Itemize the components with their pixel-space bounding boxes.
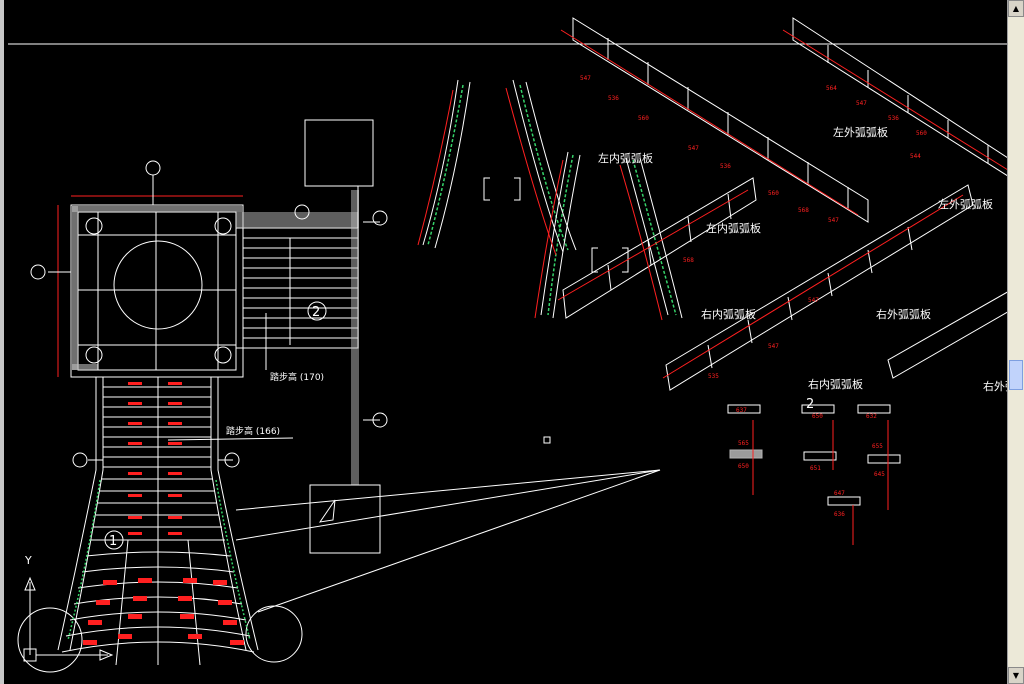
dim-text: 632 — [866, 413, 877, 420]
dim-text: 544 — [910, 153, 921, 160]
label-left-outer-arc: 左外弧弧板 — [833, 125, 888, 139]
scroll-down-icon[interactable]: ▼ — [1008, 667, 1024, 684]
dim-text: 536 — [608, 95, 619, 102]
dim-text: 565 — [738, 440, 749, 447]
dim-text: 560 — [638, 115, 649, 122]
dim-text: 645 — [874, 471, 885, 478]
scroll-up-icon[interactable]: ▲ — [1008, 0, 1024, 17]
drawing-canvas[interactable]: 左内弧弧板 左外弧弧板 左外弧弧板 左内弧弧板 右内弧弧板 右外弧弧板 右内弧弧… — [8, 0, 1011, 684]
dim-text: 547 — [828, 217, 839, 224]
dimension-strokes — [417, 29, 1009, 379]
dim-text: 568 — [683, 257, 694, 264]
dim-text: 637 — [736, 407, 747, 414]
dim-text: 651 — [810, 465, 821, 472]
dim-text: 655 — [872, 443, 883, 450]
dim-text: 560 — [768, 190, 779, 197]
label-step-height-lower: 踏步高 (166) — [226, 425, 280, 437]
stair-marker-2: 2 — [312, 305, 320, 320]
label-right-inner-arc: 右内弧弧板 — [701, 307, 756, 321]
ribbon-panels — [562, 17, 1011, 391]
label-right-outer-arc-2: 右外弧 — [983, 379, 1011, 393]
label-right-outer-arc: 右外弧弧板 — [876, 307, 931, 321]
dim-text: 650 — [738, 463, 749, 470]
label-left-inner-arc-2: 左内弧弧板 — [706, 221, 761, 235]
arc-panels — [422, 79, 683, 319]
dim-text: 547 — [580, 75, 591, 82]
dim-text: 547 — [768, 343, 779, 350]
dim-text: 636 — [834, 511, 845, 518]
scrollbar-thumb[interactable] — [1009, 360, 1023, 390]
label-left-inner-arc: 左内弧弧板 — [598, 151, 653, 165]
dim-text: 564 — [826, 85, 837, 92]
ucs-icon — [23, 576, 114, 662]
dim-text: 536 — [720, 163, 731, 170]
dim-text: 560 — [916, 130, 927, 137]
hatch-edge — [67, 84, 677, 641]
dim-text: 650 — [812, 413, 823, 420]
label-right-inner-arc-2: 右内弧弧板 — [808, 377, 863, 391]
label-left-outer-arc-2: 左外弧弧板 — [938, 197, 993, 211]
label-step-height-upper: 踏步高 (170) — [270, 371, 324, 383]
dim-text: 547 — [856, 100, 867, 107]
stair-tread-marks — [83, 382, 244, 645]
dim-text: 647 — [834, 490, 845, 497]
vertical-scrollbar[interactable]: ▲ ▼ — [1007, 0, 1024, 684]
dim-text: 547 — [808, 297, 819, 304]
dim-text: 547 — [688, 145, 699, 152]
dim-text: 568 — [798, 207, 809, 214]
dim-text: 535 — [708, 373, 719, 380]
ucs-y-label: Y — [24, 554, 32, 567]
detail-marker-2: 2 — [806, 397, 814, 412]
detail-blocks — [543, 404, 901, 545]
stair-marker-1: 1 — [109, 534, 117, 549]
stair-plan — [17, 119, 661, 673]
dim-text: 536 — [888, 115, 899, 122]
